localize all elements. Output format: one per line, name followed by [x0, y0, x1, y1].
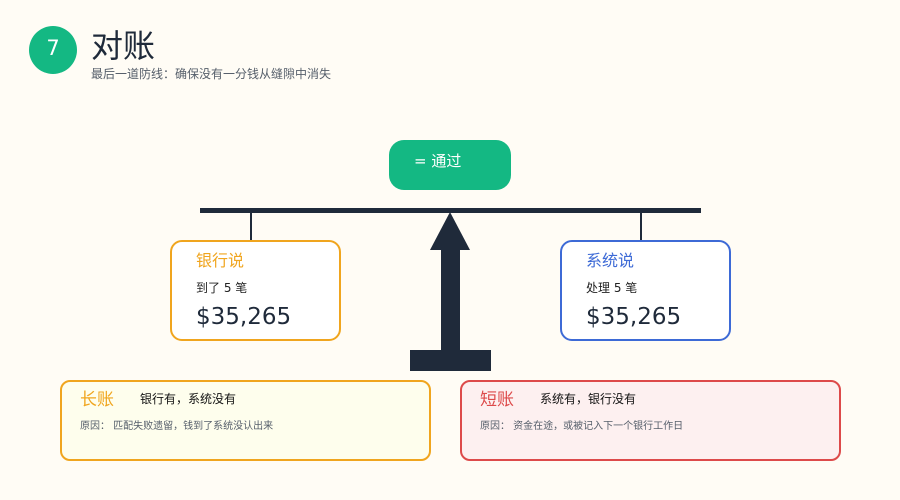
pass-result-badge: = 通过	[389, 140, 511, 190]
short-account-title: 短账	[480, 390, 514, 410]
scale-beam	[200, 208, 701, 213]
scale-post	[441, 250, 460, 352]
bank-side-card: 银行说 到了 5 笔 $35,265	[170, 240, 341, 341]
system-card-count: 处理 5 笔	[586, 281, 638, 295]
long-account-description: 银行有，系统没有	[140, 392, 237, 406]
short-account-box: 短账 系统有，银行没有 原因： 资金在途，或被记入下一个银行工作日	[460, 380, 841, 461]
long-account-title: 长账	[80, 390, 114, 410]
bank-card-count: 到了 5 笔	[196, 281, 248, 295]
page-subtitle: 最后一道防线：确保没有一分钱从缝隙中消失	[91, 67, 332, 81]
bank-card-amount: $35,265	[196, 304, 292, 330]
system-side-card: 系统说 处理 5 笔 $35,265	[560, 240, 731, 341]
scale-base	[410, 350, 491, 371]
bank-card-title: 银行说	[196, 251, 245, 270]
short-account-reason: 原因： 资金在途，或被记入下一个银行工作日	[480, 421, 684, 432]
long-account-box: 长账 银行有，系统没有 原因： 匹配失败遗留，钱到了系统没认出来	[60, 380, 431, 461]
system-card-amount: $35,265	[586, 304, 682, 330]
long-account-reason: 原因： 匹配失败遗留，钱到了系统没认出来	[80, 421, 274, 432]
short-account-description: 系统有，银行没有	[540, 392, 637, 406]
fulcrum-arrow-head	[430, 212, 470, 250]
step-number-badge: 7	[29, 26, 77, 74]
system-card-title: 系统说	[586, 251, 635, 270]
page-title: 对账	[91, 27, 156, 65]
